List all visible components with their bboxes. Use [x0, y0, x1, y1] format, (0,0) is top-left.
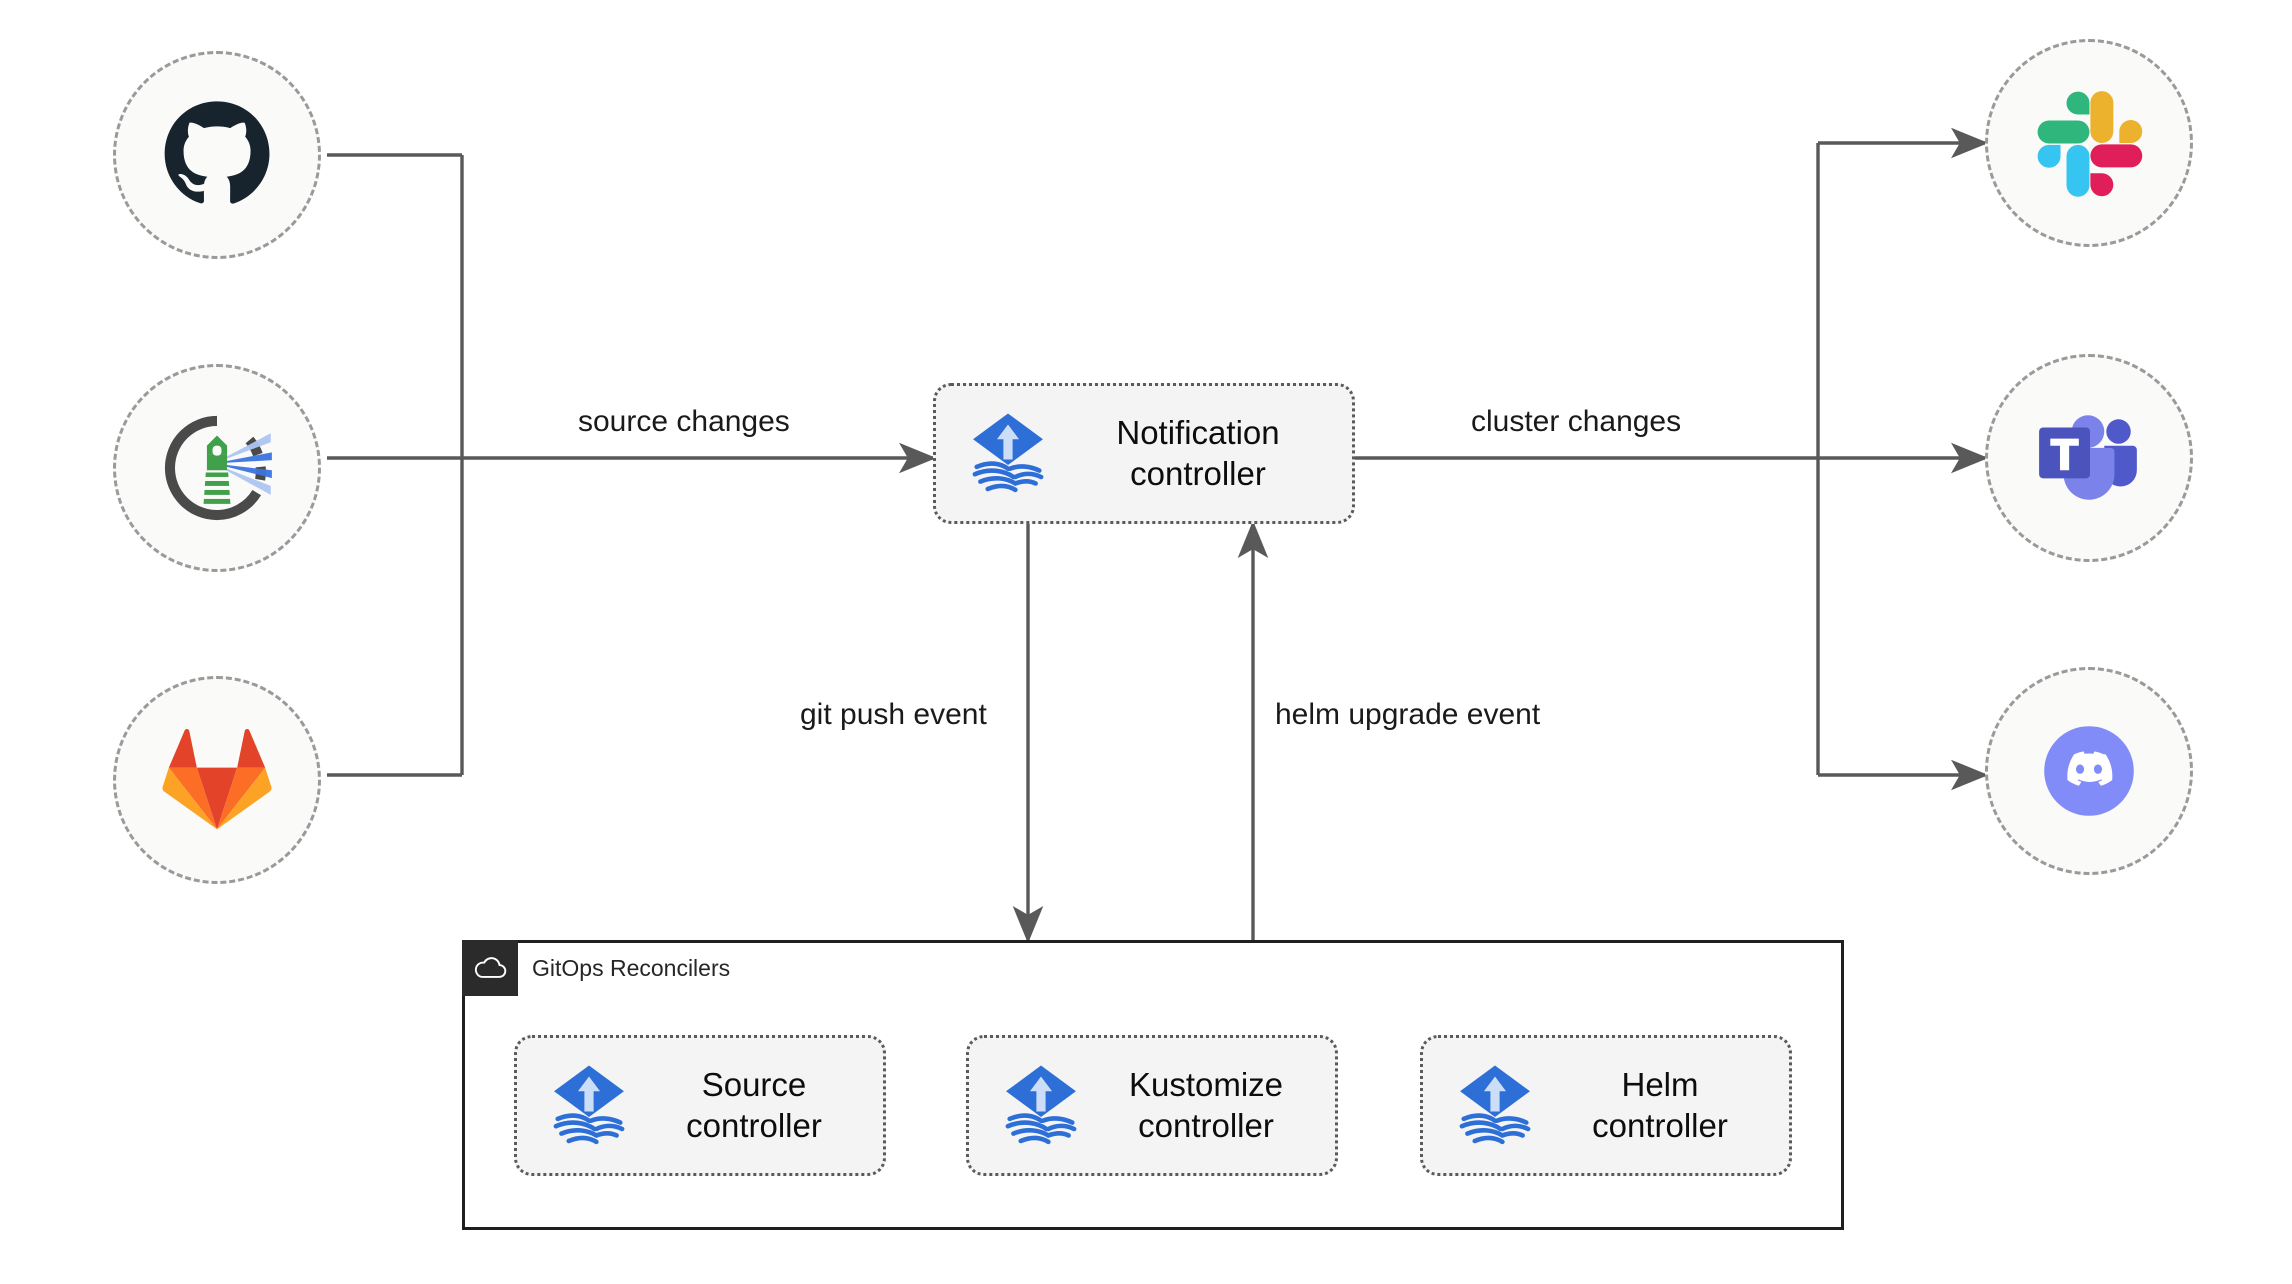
flux-lighthouse-icon [164, 415, 272, 521]
gitops-reconcilers-header: GitOps Reconcilers [462, 940, 730, 996]
edge-label-helm-upgrade-event: helm upgrade event [1275, 698, 1541, 731]
target-node-slack[interactable] [1985, 39, 2193, 247]
gitlab-icon [162, 729, 272, 830]
edge-label-source-changes: source changes [578, 405, 790, 438]
gitops-reconcilers-title: GitOps Reconcilers [532, 954, 731, 981]
source-controller-card[interactable]: Source controller [514, 1035, 886, 1176]
cloud-icon [474, 957, 507, 978]
github-icon [164, 101, 270, 204]
discord-icon [2044, 726, 2134, 816]
edge-label-git-push-event: git push event [800, 698, 987, 731]
flux-logo-icon [553, 1065, 625, 1144]
notification-controller-label: Notification controller [1116, 414, 1280, 492]
ms-teams-icon [2039, 415, 2137, 500]
kustomize-controller-label: Kustomize controller [1128, 1066, 1284, 1144]
notification-controller-card[interactable]: Notification controller [933, 383, 1355, 524]
slack-icon [2037, 91, 2143, 197]
kustomize-controller-card[interactable]: Kustomize controller [966, 1035, 1338, 1176]
flux-logo-icon [1005, 1065, 1077, 1144]
source-node-github[interactable] [113, 51, 321, 259]
target-node-teams[interactable] [1985, 354, 2193, 562]
source-controller-label: Source controller [686, 1066, 822, 1144]
flux-logo-icon [972, 413, 1044, 492]
cloud-chip [462, 940, 518, 996]
source-node-flux[interactable] [113, 364, 321, 572]
source-node-gitlab[interactable] [113, 676, 321, 884]
flux-logo-icon [1459, 1065, 1531, 1144]
helm-controller-label: Helm controller [1592, 1066, 1728, 1144]
target-node-discord[interactable] [1985, 667, 2193, 875]
edge-label-cluster-changes: cluster changes [1471, 405, 1682, 438]
helm-controller-card[interactable]: Helm controller [1420, 1035, 1792, 1176]
